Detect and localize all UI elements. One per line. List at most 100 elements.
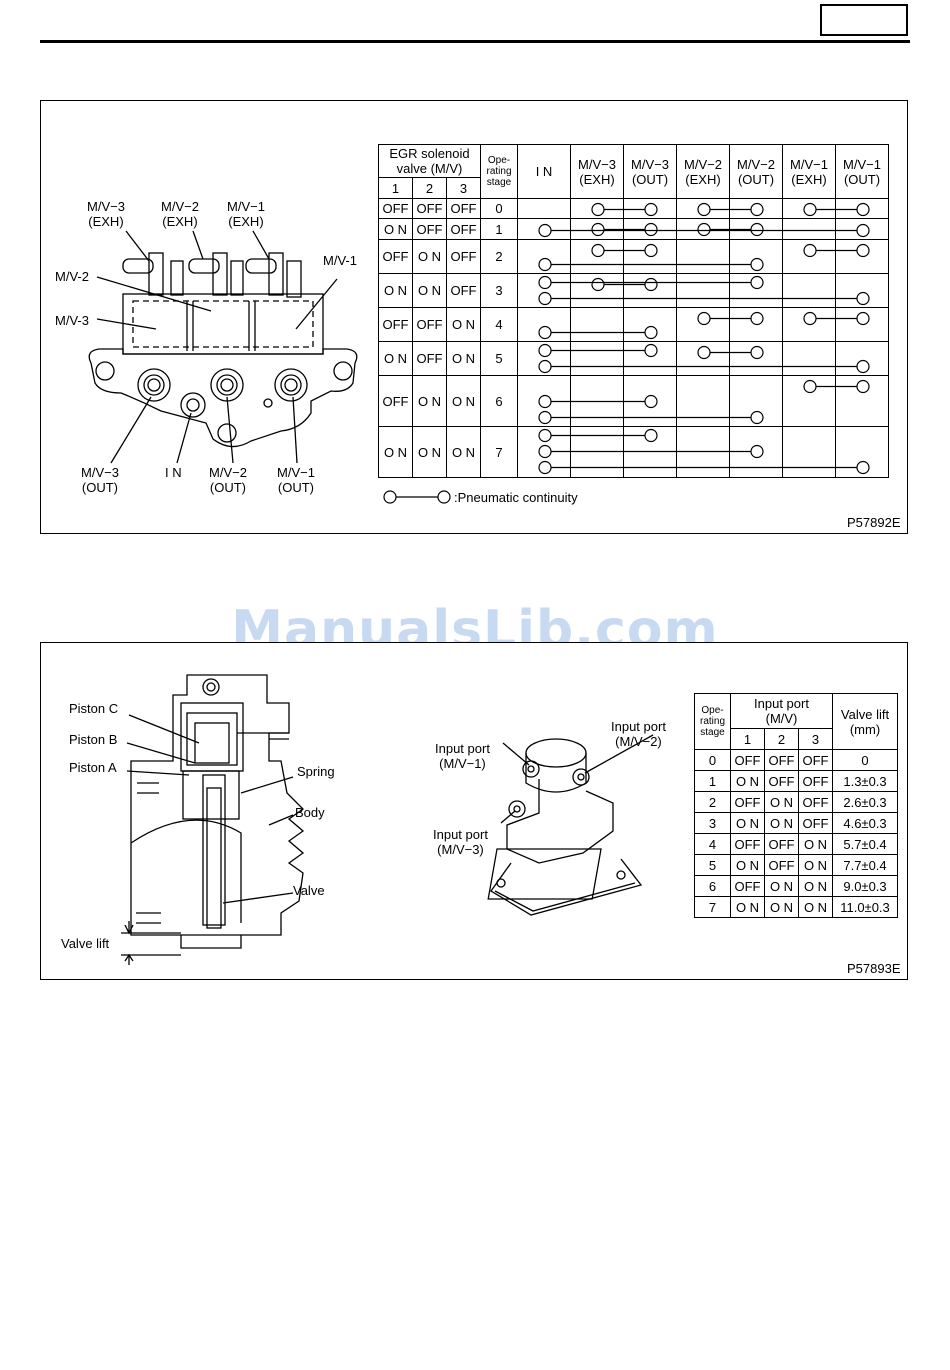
- table-row: OFF OFF O N 4: [378, 307, 889, 342]
- state-cell: O N: [446, 426, 481, 478]
- state-cell: O N: [378, 273, 413, 308]
- label-valve: Valve: [293, 883, 325, 898]
- state-cell: O N: [378, 341, 413, 376]
- state-cell: O N: [446, 375, 481, 427]
- state-cell: O N: [798, 854, 833, 876]
- label-input-port-mv2: Input port(M/V−2): [611, 719, 666, 749]
- state-cell: O N: [412, 375, 447, 427]
- label-spring: Spring: [297, 764, 335, 779]
- port-header-in: I N: [517, 144, 571, 199]
- label-piston-a: Piston A: [69, 760, 117, 775]
- state-cell: OFF: [798, 791, 833, 813]
- valve-number: 3: [446, 177, 481, 199]
- label-mv2: M/V-2: [55, 269, 89, 284]
- page-number-box: [820, 4, 908, 36]
- egr-valve-external-view: [487, 734, 654, 916]
- state-cell: OFF: [446, 218, 481, 240]
- stage-cell: 4: [480, 307, 518, 342]
- state-cell: OFF: [412, 341, 447, 376]
- lift-cell: 2.6±0.3: [832, 791, 898, 813]
- state-cell: OFF: [378, 198, 413, 219]
- state-cell: O N: [798, 896, 833, 918]
- stage-cell: 0: [694, 749, 731, 771]
- state-cell: OFF: [730, 749, 765, 771]
- valve-lift-header: Valve lift(mm): [832, 693, 898, 750]
- table-row: OFF OFF OFF 0: [378, 198, 889, 219]
- solenoid-valve-figure: M/V−3(EXH) M/V−2(EXH) M/V−1(EXH) M/V-2 M…: [40, 100, 908, 534]
- table-row: OFF O N O N 6: [378, 375, 889, 427]
- solenoid-valve-drawing: [88, 230, 358, 464]
- stage-cell: 4: [694, 833, 731, 855]
- port-number: 2: [764, 728, 799, 750]
- lift-cell: 0: [832, 749, 898, 771]
- state-cell: O N: [446, 307, 481, 342]
- lift-cell: 7.7±0.4: [832, 854, 898, 876]
- state-cell: O N: [764, 791, 799, 813]
- stage-cell: 3: [480, 273, 518, 308]
- figure-code: P57892E: [847, 515, 901, 530]
- stage-cell: 6: [480, 375, 518, 427]
- state-cell: OFF: [378, 375, 413, 427]
- state-cell: O N: [798, 875, 833, 897]
- state-cell: OFF: [446, 198, 481, 219]
- stage-cell: 7: [694, 896, 731, 918]
- state-cell: OFF: [730, 875, 765, 897]
- state-cell: OFF: [378, 239, 413, 274]
- label-piston-b: Piston B: [69, 732, 118, 747]
- state-cell: OFF: [412, 198, 447, 219]
- table-row: O N OFF OFF 1: [378, 218, 889, 240]
- state-cell: OFF: [730, 791, 765, 813]
- port-header-mv3-exh: M/V−3(EXH): [570, 144, 624, 199]
- stage-cell: 7: [480, 426, 518, 478]
- stage-cell: 2: [694, 791, 731, 813]
- valve-number: 1: [378, 177, 413, 199]
- label-mv2-out: M/V−2(OUT): [209, 465, 247, 495]
- state-cell: O N: [798, 833, 833, 855]
- state-cell: OFF: [764, 833, 799, 855]
- state-cell: O N: [730, 854, 765, 876]
- valve-number: 2: [412, 177, 447, 199]
- label-mv2-exh: M/V−2(EXH): [161, 199, 199, 229]
- state-cell: O N: [412, 239, 447, 274]
- label-mv1-out: M/V−1(OUT): [277, 465, 315, 495]
- state-cell: O N: [730, 770, 765, 792]
- port-header-mv2-exh: M/V−2(EXH): [676, 144, 730, 199]
- lift-cell: 1.3±0.3: [832, 770, 898, 792]
- table-row: O N OFF O N 5: [378, 341, 889, 376]
- label-body: Body: [295, 805, 325, 820]
- figure-code: P57893E: [847, 961, 901, 976]
- state-cell: OFF: [764, 749, 799, 771]
- state-cell: OFF: [764, 854, 799, 876]
- stage-cell: 1: [694, 770, 731, 792]
- lift-cell: 5.7±0.4: [832, 833, 898, 855]
- label-mv3: M/V-3: [55, 313, 89, 328]
- legend-text: :Pneumatic continuity: [454, 490, 578, 505]
- header-rule: [40, 40, 910, 43]
- label-mv1: M/V-1: [323, 253, 357, 268]
- port-header-mv1-out: M/V−1(OUT): [835, 144, 889, 199]
- label-piston-c: Piston C: [69, 701, 119, 716]
- state-cell: OFF: [798, 812, 833, 834]
- stage-cell: 5: [694, 854, 731, 876]
- state-cell: O N: [378, 218, 413, 240]
- label-mv3-exh: M/V−3(EXH): [87, 199, 125, 229]
- state-cell: OFF: [764, 770, 799, 792]
- table-row: OFF O N OFF 2: [378, 239, 889, 274]
- state-cell: OFF: [412, 307, 447, 342]
- stage-cell: 3: [694, 812, 731, 834]
- state-cell: OFF: [798, 770, 833, 792]
- state-cell: OFF: [730, 833, 765, 855]
- lift-cell: 11.0±0.3: [832, 896, 898, 918]
- stage-cell: 2: [480, 239, 518, 274]
